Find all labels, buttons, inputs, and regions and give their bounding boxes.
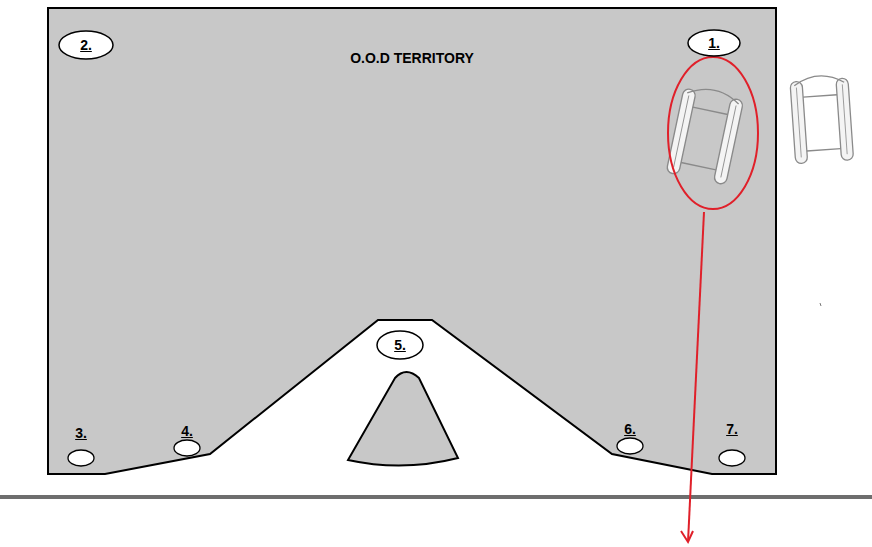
pointer-line (688, 212, 704, 542)
sector-shape (348, 372, 458, 466)
highlight-ellipse (668, 57, 758, 209)
callout-oval: 5. (376, 330, 424, 360)
marker-label-holder: 7. (717, 422, 747, 437)
marker-label-holder: 6. (615, 422, 645, 437)
marker-label-holder: 4. (172, 424, 202, 439)
callout-marker: 4. (172, 424, 202, 458)
callout-oval: 1. (687, 29, 741, 57)
territory-region: O.O.D TERRITORY2. 1. 5. 3. 4. 6. 7. (48, 8, 776, 474)
ground-line (0, 495, 872, 499)
callout-marker: 3. (66, 426, 96, 468)
catamaran (790, 74, 854, 164)
callout-number: 4. (172, 424, 202, 439)
callout-number: 2. (80, 37, 92, 53)
region-title: O.O.D TERRITORY (48, 50, 776, 66)
callout-number: 3. (66, 426, 96, 441)
callout-marker: 7. (717, 422, 747, 468)
callout-oval: 2. (58, 30, 114, 60)
callout-number: 1. (708, 35, 720, 51)
callout-number: 6. (615, 422, 645, 437)
territory-outline (48, 8, 776, 474)
callout-number: 5. (394, 337, 406, 353)
marker-label-holder: 3. (66, 426, 96, 441)
callout-marker: 6. (615, 422, 645, 456)
speck (820, 303, 821, 306)
catamaran (666, 84, 744, 185)
pointer-head (681, 531, 693, 542)
callout-number: 7. (717, 422, 747, 437)
